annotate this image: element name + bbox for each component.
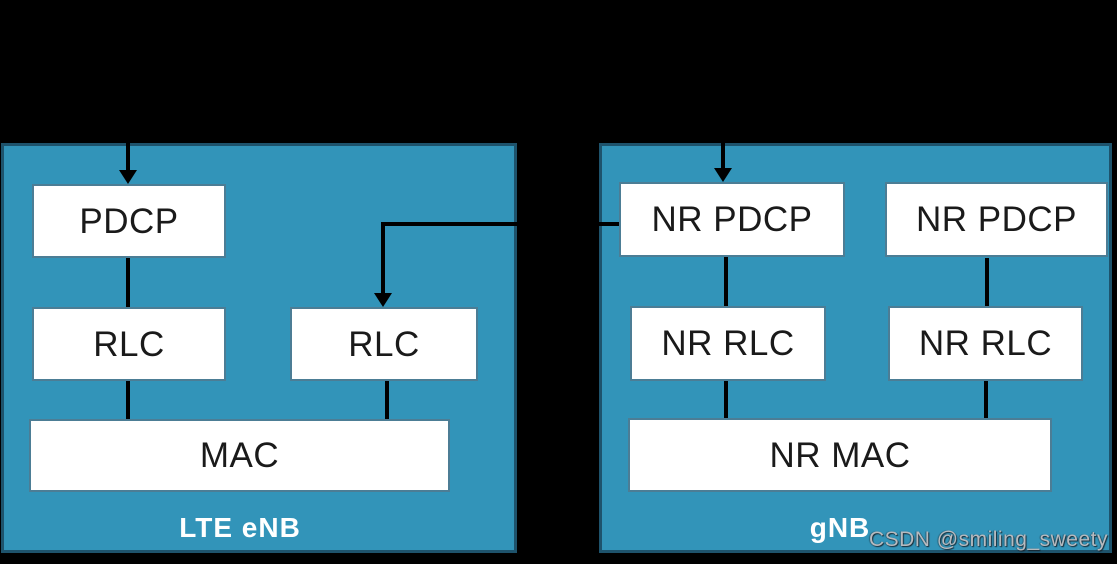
connector-nr-pdcp-left-nr-rlc xyxy=(724,257,728,306)
arrow-line-into-pdcp xyxy=(126,143,130,172)
lte-rlc-right-box: RLC xyxy=(290,307,478,381)
split-bearer-horizontal-line xyxy=(381,222,619,226)
gnb-title: gNB xyxy=(809,512,871,543)
lte-pdcp-box: PDCP xyxy=(32,184,226,258)
gnb-nr-rlc-left-box: NR RLC xyxy=(630,306,826,381)
csdn-watermark: CSDN @smiling_sweety xyxy=(868,528,1108,551)
arrowhead-into-pdcp xyxy=(119,170,137,184)
gnb-nr-mac-box: NR MAC xyxy=(628,418,1052,492)
gnb-nr-pdcp-left-box: NR PDCP xyxy=(619,182,845,257)
connector-nr-pdcp-right-nr-rlc xyxy=(985,258,989,306)
lte-rlc-left-box: RLC xyxy=(32,307,226,381)
arrowhead-into-rlc-right xyxy=(374,293,392,307)
connector-rlc-right-mac xyxy=(385,381,389,419)
connector-pdcp-rlc xyxy=(126,258,130,307)
gnb-nr-rlc-right-box: NR RLC xyxy=(888,306,1083,381)
connector-nr-rlc-right-nr-mac xyxy=(984,381,988,418)
arrow-line-into-nr-pdcp xyxy=(721,143,725,170)
arrowhead-into-nr-pdcp xyxy=(714,168,732,182)
connector-rlc-left-mac xyxy=(126,381,130,419)
split-bearer-vertical-line xyxy=(381,222,385,295)
connector-nr-rlc-left-nr-mac xyxy=(724,381,728,418)
lte-enb-title: LTE eNB xyxy=(179,512,301,543)
gnb-nr-pdcp-right-box: NR PDCP xyxy=(885,182,1108,257)
lte-mac-box: MAC xyxy=(29,419,450,492)
